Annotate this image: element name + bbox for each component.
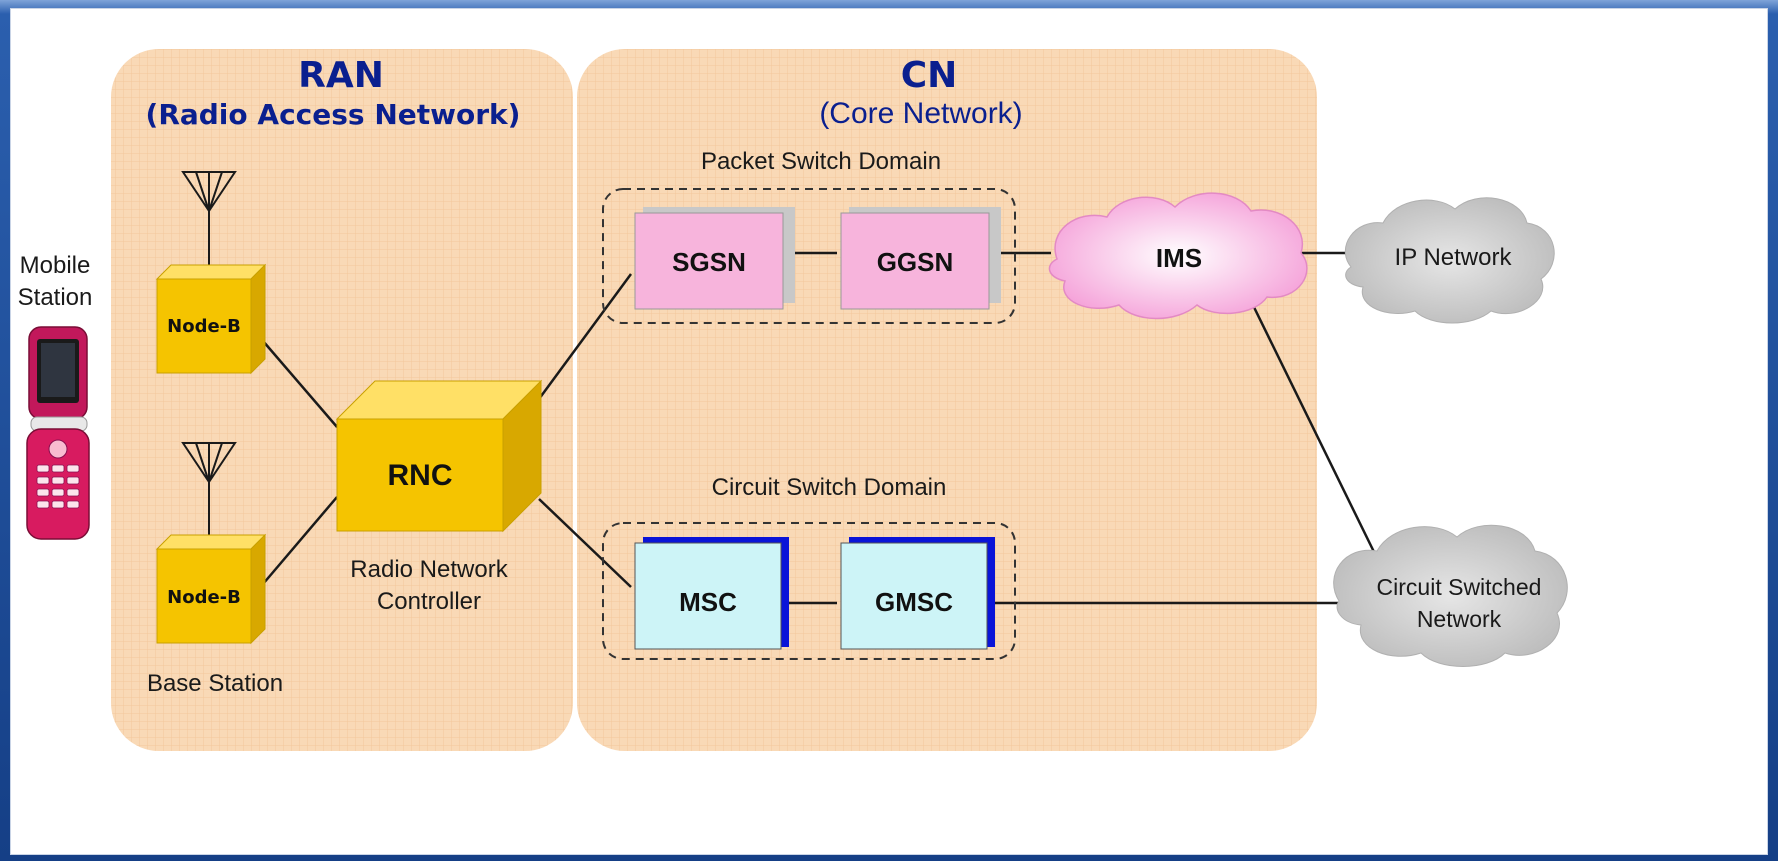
- rnc-label: RNC: [388, 459, 453, 492]
- base-station-label: Base Station: [147, 670, 283, 697]
- node-b-1-label: Node-B: [167, 316, 241, 337]
- cn-title: CN: [901, 55, 958, 96]
- circuit-switched-network-cloud: Circuit Switched Network: [1333, 524, 1568, 667]
- node-b-1: Node-B: [155, 263, 267, 375]
- gmsc-label: GMSC: [875, 587, 953, 617]
- ims-label: IMS: [1156, 243, 1202, 273]
- link-nodeb2-rnc: [262, 496, 338, 585]
- mobile-station-label-line2: Station: [18, 284, 93, 311]
- link-nodeb1-rnc: [262, 340, 338, 428]
- circuit-switched-network-label-line1: Circuit Switched: [1377, 574, 1542, 600]
- sgsn-label: SGSN: [672, 247, 746, 277]
- msc-node: MSC: [634, 537, 789, 650]
- msc-label: MSC: [679, 587, 737, 617]
- sgsn-node: SGSN: [634, 207, 795, 310]
- gmsc-node: GMSC: [840, 537, 995, 650]
- packet-switch-domain-box: [602, 188, 1016, 324]
- link-ims-csnet: [1247, 296, 1377, 555]
- cn-subtitle: (Core Network): [819, 97, 1022, 130]
- circuit-switch-domain-label: Circuit Switch Domain: [712, 474, 947, 501]
- node-b-2: Node-B: [155, 533, 267, 645]
- circuit-switch-domain-box: [602, 522, 1016, 660]
- network-diagram: RAN (Radio Access Network) CN (Core Netw…: [18, 49, 1568, 751]
- link-rnc-sgsn: [537, 273, 633, 400]
- ims-cloud: IMS: [1048, 192, 1308, 320]
- ran-subtitle: (Radio Access Network): [146, 98, 521, 131]
- rnc-caption-line2: Controller: [377, 588, 481, 615]
- ip-network-cloud: IP Network: [1344, 197, 1555, 324]
- ip-network-label: IP Network: [1395, 244, 1513, 271]
- node-b-2-label: Node-B: [167, 587, 241, 608]
- ggsn-label: GGSN: [877, 247, 954, 277]
- mobile-phone-icon: [26, 326, 90, 540]
- circuit-switched-network-label-line2: Network: [1417, 606, 1502, 632]
- antenna-icon: [181, 442, 237, 539]
- connection-lines: [262, 251, 1377, 605]
- ggsn-node: GGSN: [840, 207, 1001, 310]
- link-rnc-msc: [538, 498, 632, 588]
- diagram-canvas: RAN (Radio Access Network) CN (Core Netw…: [10, 8, 1768, 855]
- packet-switch-domain-label: Packet Switch Domain: [701, 148, 941, 175]
- mobile-station-label-line1: Mobile: [20, 252, 91, 279]
- ran-title: RAN: [298, 55, 384, 96]
- rnc-node: RNC: [335, 379, 543, 533]
- antenna-icon: [181, 171, 237, 267]
- rnc-caption-line1: Radio Network: [350, 556, 508, 583]
